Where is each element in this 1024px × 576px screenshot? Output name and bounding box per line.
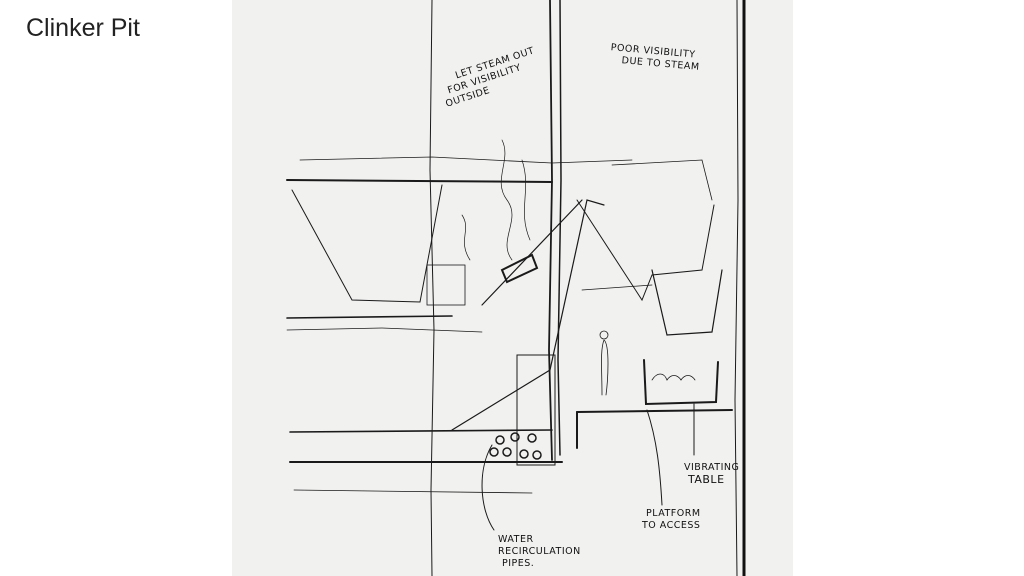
grid-line xyxy=(429,0,435,576)
grid-line xyxy=(734,0,739,576)
annotation-line: VIBRATING xyxy=(684,462,740,473)
annotation-platform: PLATFORM TO ACCESS xyxy=(642,508,701,532)
annotation-line: RECIRCULATION xyxy=(498,546,581,557)
annotation-line: PIPES. xyxy=(502,558,535,569)
annotation-line: PLATFORM xyxy=(646,508,701,519)
pipes-leader xyxy=(481,444,495,531)
annotation-vibrating-table: VIBRATING TABLE xyxy=(684,462,739,486)
annotation-line: TO ACCESS xyxy=(642,520,701,531)
annotation-pipes: WATER RECIRCULATION PIPES. xyxy=(498,534,581,570)
wall-line xyxy=(548,0,553,461)
pipes-drawing xyxy=(489,432,542,460)
annotation-line: WATER xyxy=(498,534,534,545)
slide-title: Clinker Pit xyxy=(26,14,140,42)
sketch-drawing xyxy=(286,0,746,576)
annotation-line: TABLE xyxy=(688,473,725,486)
clinker-pit-sketch: LET STEAM OUT FOR VISIBILITY OUTSIDE POO… xyxy=(232,0,793,576)
wall-line xyxy=(557,0,562,456)
platform-leader xyxy=(646,409,663,506)
